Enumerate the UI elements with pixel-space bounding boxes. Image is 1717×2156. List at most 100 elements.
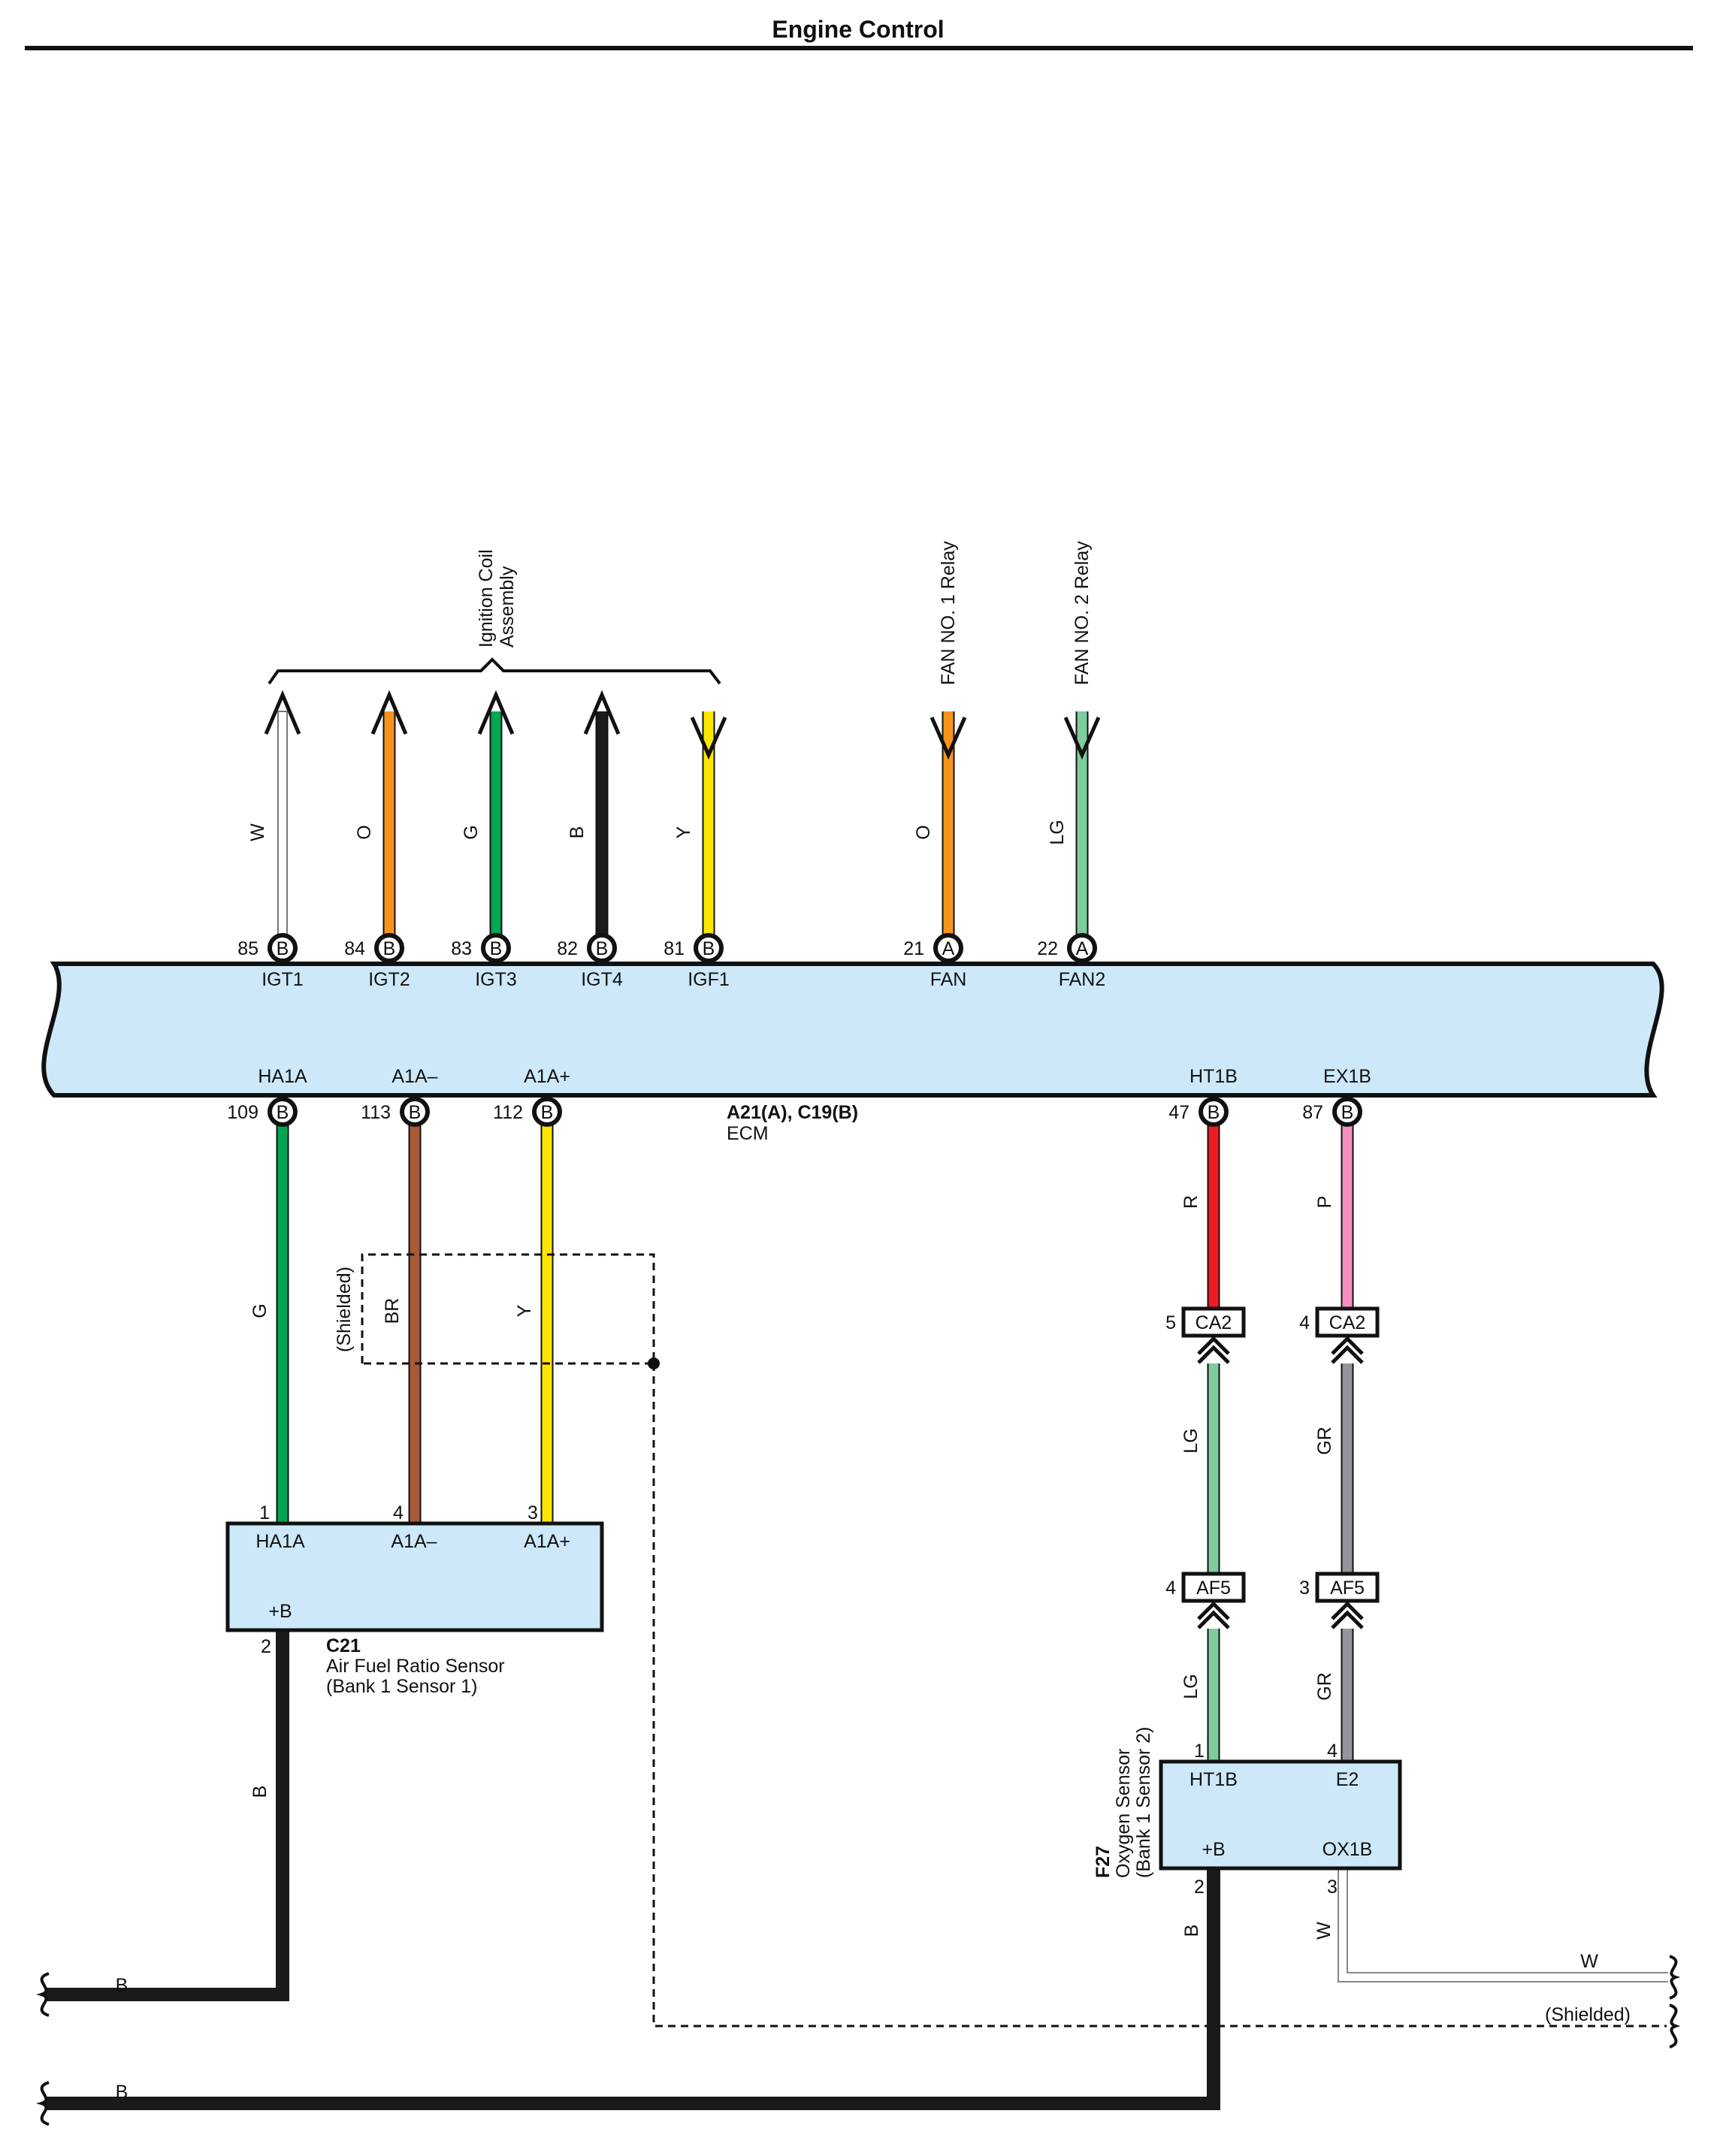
o2-pin-3: 3 (1327, 1877, 1338, 1898)
ecm-bottom-terminal-2: A1A+ (524, 1066, 570, 1087)
chevron-ca2-0 (1197, 1336, 1230, 1364)
wire-code-fan: O (913, 825, 934, 839)
wire-code-fan2: LG (1047, 820, 1068, 844)
o2-pin-4: 4 (1327, 1741, 1338, 1762)
o2-lower-code-1: GR (1314, 1672, 1335, 1701)
conn-ca2-1 (1315, 1306, 1380, 1338)
break-right-0 (1669, 1955, 1681, 2000)
pin-circle-109-letter: B (277, 1102, 289, 1123)
pin-circle-85 (268, 933, 298, 963)
pin-number-84: 84 (344, 938, 365, 959)
top-wire-group: B85IGT1WB84IGT2OB83IGT3GB82IGT4BB81IGF1Y… (237, 541, 1105, 990)
o2-pin-1: 1 (1194, 1741, 1205, 1762)
pin-circle-113-letter: B (409, 1102, 422, 1123)
exit-label-b-1: B (116, 1975, 128, 1996)
arrow-out-igt3 (477, 690, 515, 735)
terminal-igt1: IGT1 (261, 969, 304, 990)
conn-af5-0 (1181, 1572, 1246, 1603)
pin-number-109: 109 (227, 1102, 258, 1123)
af-pin-4: 4 (393, 1502, 404, 1523)
pin-circle-84-letter: B (383, 938, 396, 959)
conn-ca2-pin-1: 4 (1299, 1312, 1310, 1333)
ground-wire-o2 (45, 1868, 1220, 2110)
af-pin-3: 3 (527, 1502, 538, 1523)
arrow-out-igt1 (264, 690, 301, 735)
chevron-af5-0 (1197, 1601, 1230, 1629)
exit-label-w: W (1580, 1951, 1598, 1972)
o2-sensor-sub: (Bank 1 Sensor 2) (1133, 1727, 1154, 1879)
conn-af5-pin-1: 3 (1299, 1578, 1310, 1599)
signal-wire-ox1b-code: W (1313, 1922, 1335, 1940)
o2-term-power: +B (1202, 1839, 1225, 1860)
pin-circle-22 (1067, 933, 1097, 963)
af-sensor-box (225, 1521, 604, 1632)
pin-circle-109 (268, 1097, 298, 1127)
wire-code-igt4: B (567, 826, 588, 839)
ground-wire-af-code: B (249, 1786, 271, 1798)
af-sensor-sub: (Bank 1 Sensor 1) (326, 1676, 478, 1697)
chevron-af5-1 (1331, 1601, 1364, 1629)
terminal-igt3: IGT3 (475, 969, 517, 990)
shield-drain (652, 1363, 1667, 2028)
conn-ca2-1-label: CA2 (1329, 1312, 1366, 1333)
conn-ca2-0 (1181, 1306, 1246, 1338)
pin-circle-21-letter: A (942, 938, 955, 959)
o2-term-ht1b: HT1B (1190, 1769, 1238, 1790)
o2-mid-code-0: LG (1180, 1428, 1202, 1453)
af-wire-code-2: Y (514, 1304, 535, 1317)
pin-number-83: 83 (451, 938, 472, 959)
pin-number-22: 22 (1037, 938, 1058, 959)
ecm-bottom-terminal-3: HT1B (1190, 1066, 1238, 1087)
pin-number-81: 81 (664, 938, 685, 959)
wire-code-igt1: W (247, 823, 268, 841)
pin-circle-87-letter: B (1341, 1102, 1354, 1123)
o2-upper-code-1: P (1314, 1196, 1335, 1209)
conn-af5-1 (1315, 1572, 1380, 1603)
o2-term-e2: E2 (1336, 1769, 1359, 1790)
pin-circle-85-letter: B (277, 938, 289, 959)
header-rule (25, 46, 1693, 50)
arrow-in-fan (930, 716, 967, 760)
terminal-fan: FAN (930, 969, 967, 990)
terminal-fan2: FAN2 (1059, 969, 1106, 990)
af-wire-code-0: G (249, 1303, 271, 1318)
shield-label-exit: (Shielded) (1545, 2004, 1631, 2025)
ecm-bottom-terminal-1: A1A– (391, 1066, 437, 1087)
af-term-power: +B (268, 1601, 292, 1622)
break-left-0 (36, 1972, 50, 2017)
wire-code-igf1: Y (673, 826, 694, 838)
pin-number-112: 112 (493, 1102, 523, 1123)
ecm-name: ECM (727, 1123, 769, 1144)
pin-circle-112-letter: B (541, 1102, 554, 1123)
pin-circle-113 (400, 1097, 430, 1127)
af-pin-1: 1 (259, 1502, 270, 1523)
af-wire-code-1: BR (382, 1298, 403, 1324)
pin-circle-83 (481, 933, 511, 963)
wire-code-igt3: G (461, 825, 482, 839)
shield-label-af: (Shielded) (334, 1267, 355, 1352)
pin-circle-82-letter: B (596, 938, 609, 959)
o2-pin-2: 2 (1194, 1877, 1205, 1898)
terminal-igt2: IGT2 (368, 969, 410, 990)
o2-upper-code-0: R (1180, 1195, 1202, 1209)
ground-wire-o2-code: B (1181, 1925, 1202, 1937)
chevron-ca2-1 (1331, 1336, 1364, 1364)
conn-af5-0-label: AF5 (1196, 1578, 1231, 1599)
terminal-igt4: IGT4 (581, 969, 623, 990)
o2-lower-code-0: LG (1180, 1674, 1202, 1699)
conn-af5-1-label: AF5 (1330, 1578, 1365, 1599)
pin-number-21: 21 (903, 938, 924, 959)
pin-number-113: 113 (361, 1102, 391, 1123)
signal-wire-ox1b (1338, 1868, 1668, 1982)
exit-label-b-2: B (116, 2082, 128, 2103)
pin-circle-22-letter: A (1076, 938, 1089, 959)
dest-fan: FAN NO. 1 Relay (938, 541, 959, 685)
pin-number-82: 82 (557, 938, 578, 959)
wire-code-igt2: O (354, 825, 375, 839)
arrow-in-igf1 (690, 716, 727, 760)
o2-sensor-box (1159, 1759, 1402, 1871)
pin-circle-47 (1199, 1097, 1229, 1127)
pin-circle-84 (374, 933, 404, 963)
